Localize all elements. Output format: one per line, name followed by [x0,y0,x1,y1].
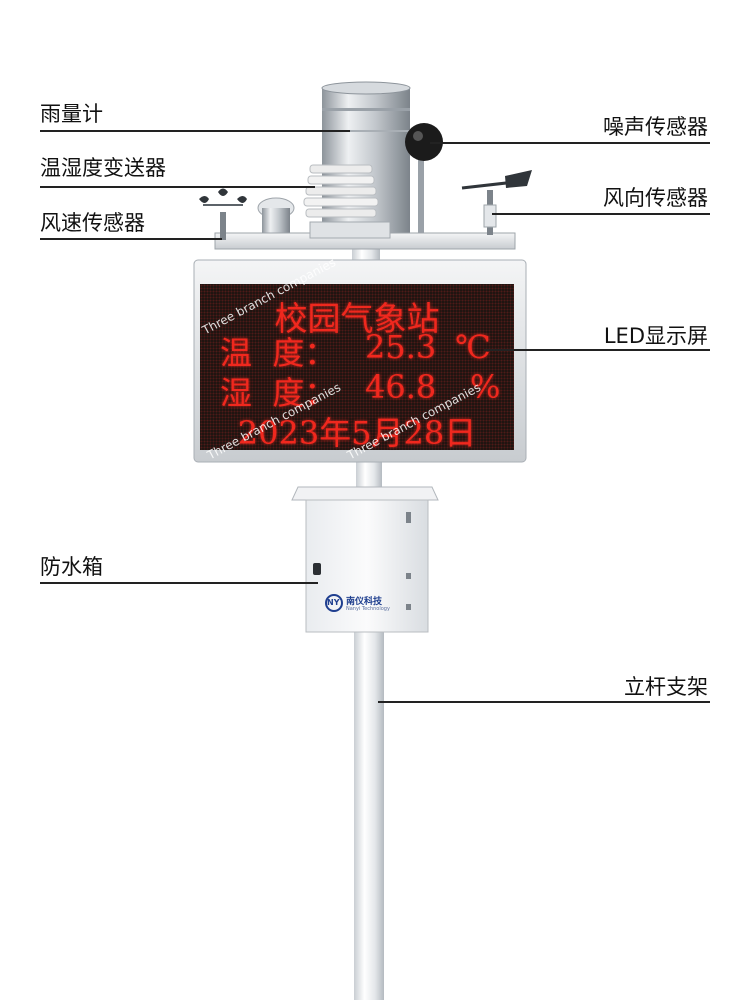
anemometer-device [199,188,247,240]
led-temp-row: 温 度： 25.3 ℃ [200,328,514,372]
led-humidity-value: 46.8 [365,368,437,406]
callout-label-led: LED显示屏 [603,324,708,348]
brand-name: 南仪科技 [346,597,383,607]
callout-label-rain-gauge: 雨量计 [40,102,103,126]
callout-line-rain-gauge [40,130,350,132]
callout-line-pole [378,701,710,703]
box-lock-icon [313,563,321,575]
noise-sensor-device [405,123,443,245]
led-humidity-label: 湿 度： [220,374,337,412]
pole [354,630,384,1000]
callout-line-wind-direction [492,213,710,215]
louver-shield-device [303,164,379,218]
callout-line-waterproof-box [40,582,318,584]
callout-label-pole: 立杆支架 [624,675,708,699]
led-temp-label: 温 度： [220,334,337,372]
callout-label-noise: 噪声传感器 [603,115,708,139]
brand-logo: NY [327,598,340,607]
callout-label-waterproof-box: 防水箱 [40,555,103,579]
callout-line-led [484,349,710,351]
dome-sensor-device [257,197,295,234]
led-temp-unit: ℃ [455,328,491,366]
callout-line-wind-speed [40,238,222,240]
waterproof-box-device [291,486,439,633]
led-date: 2023年5月28日 [237,414,477,452]
led-humidity-unit: % [470,368,501,406]
callout-label-wind-speed: 风速传感器 [40,211,145,235]
brand-subtitle: Nanyi Technology [346,606,390,612]
wind-vane-device [461,170,532,235]
led-temp-value: 25.3 [365,328,437,366]
led-humidity-row: 湿 度： 46.8 % [200,368,514,412]
callout-label-temp-humidity: 温湿度变送器 [40,156,166,180]
led-title: 校园气象站 [274,299,440,338]
callout-label-wind-direction: 风向传感器 [603,186,708,210]
led-display-panel: 校园气象站 温 度： 25.3 ℃ 湿 度： 46.8 % 2023年5月28日 [200,284,514,452]
callout-line-temp-humidity [40,186,315,188]
callout-line-noise [430,142,710,144]
